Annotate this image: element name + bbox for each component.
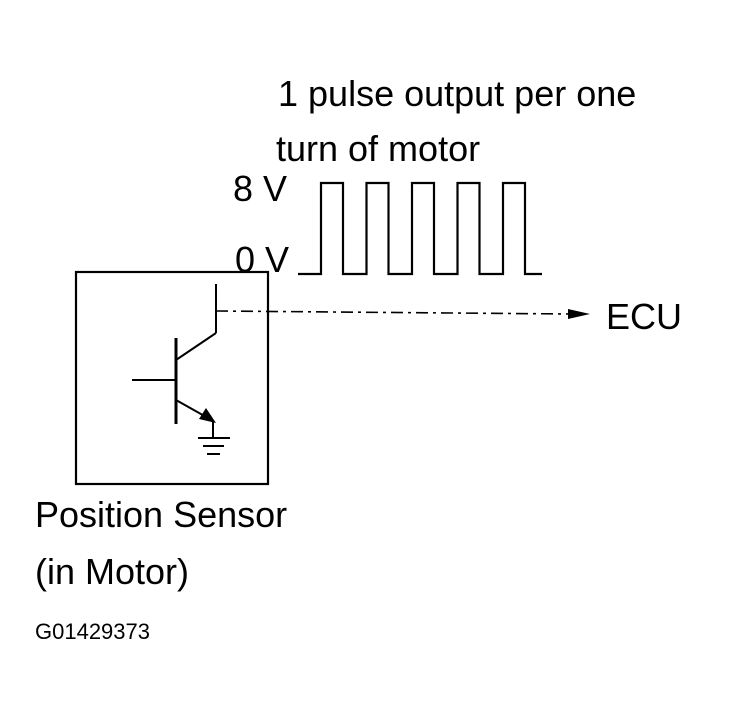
figure-code: G01429373 [35, 619, 150, 644]
voltage-high-label: 8 V [233, 168, 288, 209]
pulse-caption-line-1: 1 pulse output per one [278, 73, 637, 114]
transistor-collector [175, 332, 217, 361]
pulse-caption-line-2: turn of motor [276, 128, 481, 169]
voltage-low-label: 0 V [235, 239, 290, 280]
sensor-name-line-2: (in Motor) [35, 551, 190, 592]
pulse-waveform [298, 181, 542, 276]
sensor-name-line-1: Position Sensor [35, 494, 288, 535]
sensor-housing-box [74, 270, 270, 486]
emitter-arrow-icon [199, 408, 216, 423]
output-signal-line [215, 310, 571, 315]
npn-transistor-symbol [132, 332, 217, 438]
ground-icon [198, 437, 230, 455]
ecu-label: ECU [606, 296, 683, 337]
ecu-arrow-head [568, 309, 590, 319]
